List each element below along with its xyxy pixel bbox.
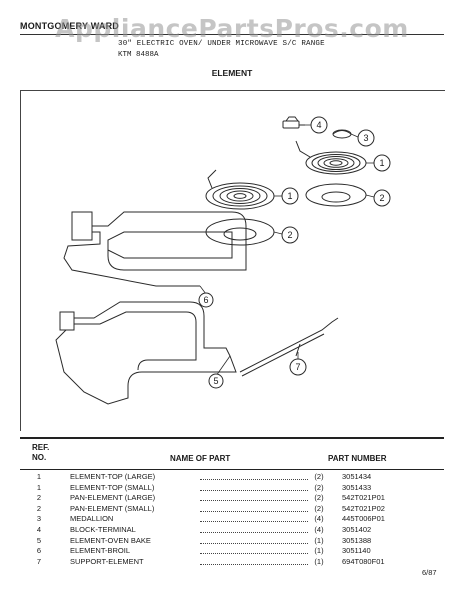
table-row: 2 PAN-ELEMENT (LARGE) (2) 542T021P01 [20,493,444,504]
part-name-header: NAME OF PART [170,454,231,463]
parts-table-body: 1 ELEMENT-TOP (LARGE) (2) 3051434 1 ELEM… [20,472,444,567]
quantity: (1) [314,546,324,556]
callout-5-label: 5 [213,376,218,386]
part-number: 3051433 [342,482,372,492]
header-rule [20,34,444,35]
quantity: (1) [314,535,324,545]
leader-dots [200,563,308,565]
section-title: ELEMENT [211,68,253,78]
terminal-block-drawing [282,116,305,129]
callout-3: 3 [357,129,375,147]
leader-dots [200,500,308,502]
table-row: 6 ELEMENT-BROIL (1) 3051140 [20,546,444,557]
quantity: (2) [314,472,324,481]
ref-number: 1 [36,472,42,481]
part-name: BLOCK-TERMINAL [70,524,136,534]
callout-7: 7 [289,358,307,376]
model-number: KTM 8488A [118,51,159,59]
ref-number: 2 [36,493,42,503]
table-row: 3 MEDALLION (4) 445T006P01 [20,514,444,525]
part-number: 542T021P01 [342,493,385,503]
small-surface-element-drawing [295,140,367,175]
quantity: (4) [314,514,324,524]
leader-dots [200,553,308,555]
quantity: (2) [314,482,324,492]
part-name: ELEMENT-BROIL [70,546,131,556]
ref-number: 3 [36,514,42,524]
table-row: 1 ELEMENT-TOP (SMALL) (2) 3051433 [20,483,444,494]
exploded-view-diagram: 4 3 1 2 1 2 6 5 7 [55,116,391,405]
ref-number: 6 [36,546,42,556]
table-row: 1 ELEMENT-TOP (LARGE) (2) 3051434 [20,472,444,483]
ref-number: 7 [36,556,42,566]
callout-3-label: 3 [363,133,368,143]
callout-1-large: 1 [281,187,299,205]
table-row: 4 BLOCK-TERMINAL (4) 3051402 [20,525,444,536]
part-number-header: PART NUMBER [328,454,387,463]
appliance-description: 30" ELECTRIC OVEN/ UNDER MICROWAVE S/C R… [118,40,325,48]
part-name: ELEMENT-TOP (LARGE) [70,472,156,481]
leader-dots [200,510,308,512]
part-name: ELEMENT-OVEN BAKE [70,535,151,545]
parts-table-header: REF. NO. NAME OF PART PART NUMBER [20,441,444,470]
callout-2-small-label: 2 [379,193,384,203]
callout-1-small-label: 1 [379,158,384,168]
ref-number: 5 [36,535,42,545]
quantity: (2) [314,503,324,513]
callout-7-label: 7 [295,362,300,372]
large-surface-element-drawing [205,169,275,210]
part-name: PAN-ELEMENT (SMALL) [70,503,155,513]
leader-dots [200,489,308,491]
callout-6: 6 [198,292,214,308]
table-row: 2 PAN-ELEMENT (SMALL) (2) 542T021P02 [20,504,444,515]
diagram-frame [20,90,445,431]
part-name: PAN-ELEMENT (LARGE) [70,493,156,503]
callout-4-label: 4 [316,120,321,130]
part-number: 542T021P02 [342,503,385,513]
ref-header-line1: REF. [32,443,50,452]
quantity: (1) [314,556,324,566]
part-number: 3051140 [342,546,371,556]
brand-name: MONTGOMERY WARD [20,21,119,31]
table-row: 5 ELEMENT-OVEN BAKE (1) 3051388 [20,536,444,547]
ref-header-line2: NO. [32,453,47,462]
table-row: 7 SUPPORT-ELEMENT (1) 694T080F01 [20,557,444,568]
leader-dots [200,479,308,480]
broil-element-drawing [63,211,247,287]
leader-dots [200,542,308,544]
small-drip-pan-drawing [305,183,367,207]
parts-table-top-rule [20,437,444,439]
revision-date: 6/87 [422,568,437,577]
callout-5: 5 [208,373,224,389]
callout-1-large-label: 1 [287,191,292,201]
ref-number: 4 [36,524,42,534]
part-number: 3051388 [342,535,372,545]
ref-number: 1 [36,482,42,492]
part-number: 445T006P01 [342,514,385,524]
quantity: (2) [314,493,324,503]
callout-4: 4 [310,116,328,134]
callout-6-label: 6 [203,295,208,305]
callout-2-large: 2 [281,226,299,244]
callout-2-small: 2 [373,189,391,207]
quantity: (4) [314,524,324,534]
element-support-drawing [239,317,339,377]
part-number: 3051402 [342,524,372,534]
watermark: AppliancePartsPros.com [55,14,409,43]
ref-no-header: REF. NO. [32,443,49,463]
bake-element-drawing [55,301,237,405]
part-name: ELEMENT-TOP (SMALL) [70,482,155,492]
callout-1-small: 1 [373,154,391,172]
callout-2-large-label: 2 [287,230,292,240]
leader-dots [200,521,308,523]
ref-number: 2 [36,503,42,513]
part-name: MEDALLION [70,514,114,524]
part-name: SUPPORT-ELEMENT [70,556,144,566]
part-number: 3051434 [342,472,372,481]
leader-dots [200,531,308,533]
medallion-drawing [332,129,352,139]
part-number: 694T080F01 [342,556,385,566]
